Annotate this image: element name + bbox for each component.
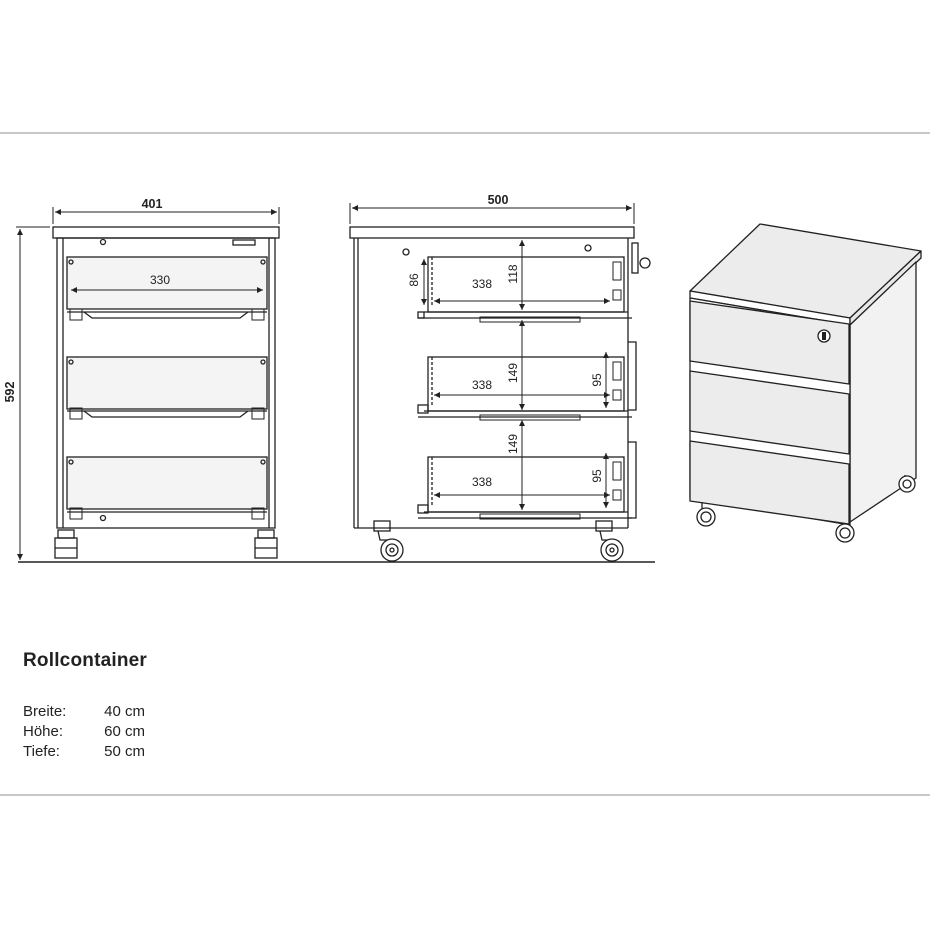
drawer-width-label: 330	[150, 273, 170, 287]
iso-drawer-2-front	[689, 370, 850, 455]
front-caster-left	[54, 529, 78, 559]
spec-value: 60 cm	[104, 723, 145, 740]
drawer-1-side-label: 86	[407, 273, 421, 287]
iso-lock	[817, 329, 831, 343]
spec-list: Breite: 40 cm Höhe: 60 cm Tiefe: 50 cm	[23, 702, 145, 762]
width-dimension-label: 401	[142, 197, 163, 211]
depth-dimension-label: 500	[488, 193, 509, 207]
drawer-1-depth-label: 338	[472, 277, 492, 291]
front-drawer-3	[66, 456, 268, 522]
drawer-3-depth-label: 338	[472, 475, 492, 489]
top-divider	[0, 132, 930, 134]
iso-caster-front-left	[696, 502, 716, 527]
spec-row-width: Breite: 40 cm	[23, 702, 145, 722]
bottom-divider	[0, 794, 930, 796]
iso-caster-back-right	[898, 475, 916, 493]
front-caster-right	[254, 529, 278, 559]
drawer-1-height-label: 118	[506, 264, 520, 283]
front-view	[52, 226, 280, 559]
drawer-3-height-label: 149	[506, 434, 520, 454]
iso-drawer-3-front	[689, 440, 850, 525]
front-top-plate	[52, 226, 280, 239]
isometric-view	[689, 223, 922, 543]
front-screw	[99, 238, 107, 246]
drawer-2-side-label: 95	[590, 373, 604, 387]
spec-value: 40 cm	[104, 703, 145, 720]
spec-label: Höhe:	[23, 723, 64, 740]
front-drawer-2	[66, 356, 268, 420]
side-drawer-2	[417, 341, 637, 421]
side-drawer-1	[417, 256, 632, 323]
spec-row-depth: Tiefe: 50 cm	[23, 742, 145, 762]
spec-row-height: Höhe: 60 cm	[23, 722, 145, 742]
technical-drawing: 401 592 330	[3, 193, 922, 563]
side-view	[349, 226, 651, 562]
product-title: Rollcontainer	[23, 650, 148, 671]
spec-label: Tiefe:	[23, 743, 60, 760]
height-dimension-label: 592	[3, 382, 17, 403]
side-top-plate	[349, 226, 635, 239]
side-caster-right	[595, 520, 624, 562]
side-drawer-3	[417, 441, 637, 520]
drawer-2-depth-label: 338	[472, 378, 492, 392]
front-handle-slot	[232, 239, 256, 246]
iso-drawer-1-front	[689, 300, 850, 385]
iso-caster-front-right	[835, 523, 855, 543]
drawer-2-height-label: 149	[506, 363, 520, 383]
drawer-3-side-label: 95	[590, 469, 604, 483]
side-caster-left	[373, 520, 404, 562]
side-lock	[631, 242, 651, 274]
spec-value: 50 cm	[104, 743, 145, 760]
spec-label: Breite:	[23, 703, 67, 720]
front-body	[56, 237, 276, 529]
front-drawer-1	[66, 256, 268, 321]
